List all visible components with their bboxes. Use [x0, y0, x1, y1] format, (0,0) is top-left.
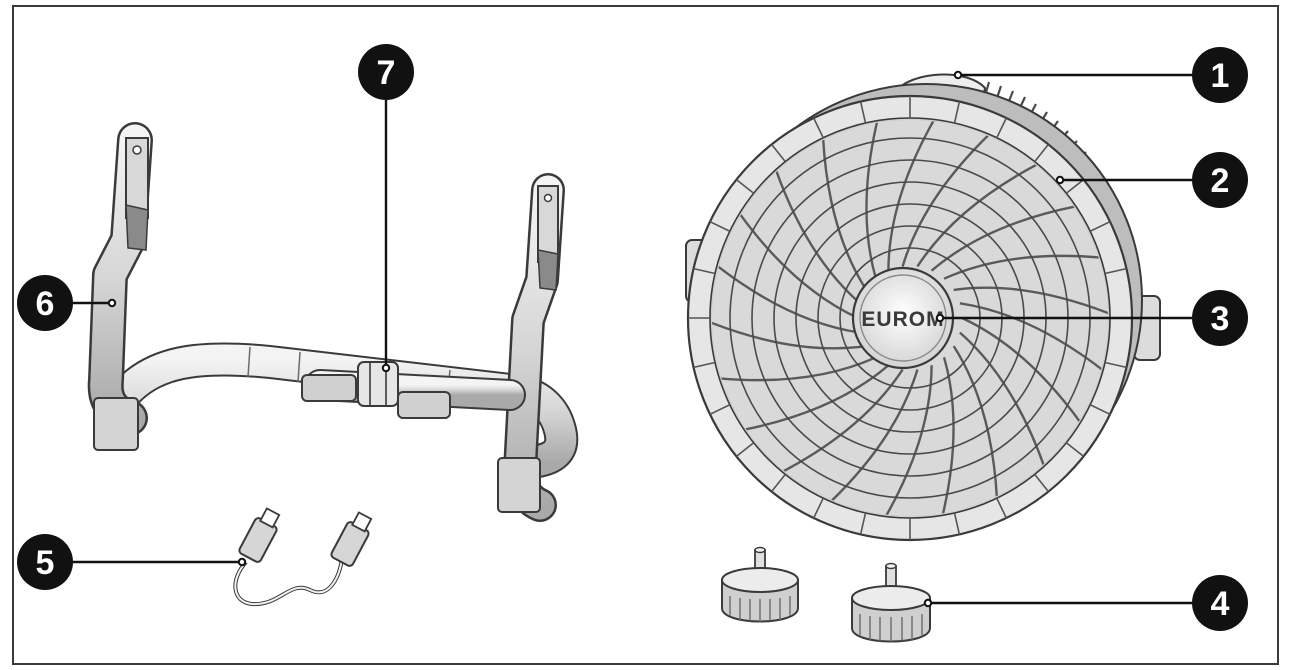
callout-number: 7: [377, 54, 396, 92]
callout-7: 7: [358, 44, 414, 100]
callout-6: 6: [17, 275, 73, 331]
callout-number: 3: [1211, 300, 1230, 338]
callout-2: 2: [1192, 152, 1248, 208]
callout-number: 4: [1211, 585, 1230, 623]
callout-circle: [1192, 47, 1248, 103]
screw-knob-left: [721, 546, 799, 623]
callout-circle: [1192, 152, 1248, 208]
callout-circle: [1192, 290, 1248, 346]
rim-segments: [688, 96, 1132, 540]
callout-circle: [1192, 575, 1248, 631]
callout-number: 1: [1211, 57, 1230, 95]
callout-circle: [17, 275, 73, 331]
callout-circle: [358, 44, 414, 100]
callout-4: 4: [1192, 575, 1248, 631]
leader-lines: [72, 73, 1192, 605]
callout-5: 5: [17, 534, 73, 590]
callout-3: 3: [1192, 290, 1248, 346]
leader-dots: [107, 70, 1065, 608]
fan-head: EUROM: [685, 73, 1161, 542]
stand-frame: [87, 122, 579, 522]
brand-logo: EUROM: [861, 308, 944, 331]
usb-cable: [233, 507, 373, 607]
screw-knob-right: [851, 562, 931, 643]
callout-number: 2: [1211, 162, 1230, 200]
callout-circle: [17, 534, 73, 590]
diagram-frame: [12, 5, 1279, 665]
callout-number: 5: [36, 544, 55, 582]
callout-1: 1: [1192, 47, 1248, 103]
callout-number: 6: [36, 285, 55, 323]
